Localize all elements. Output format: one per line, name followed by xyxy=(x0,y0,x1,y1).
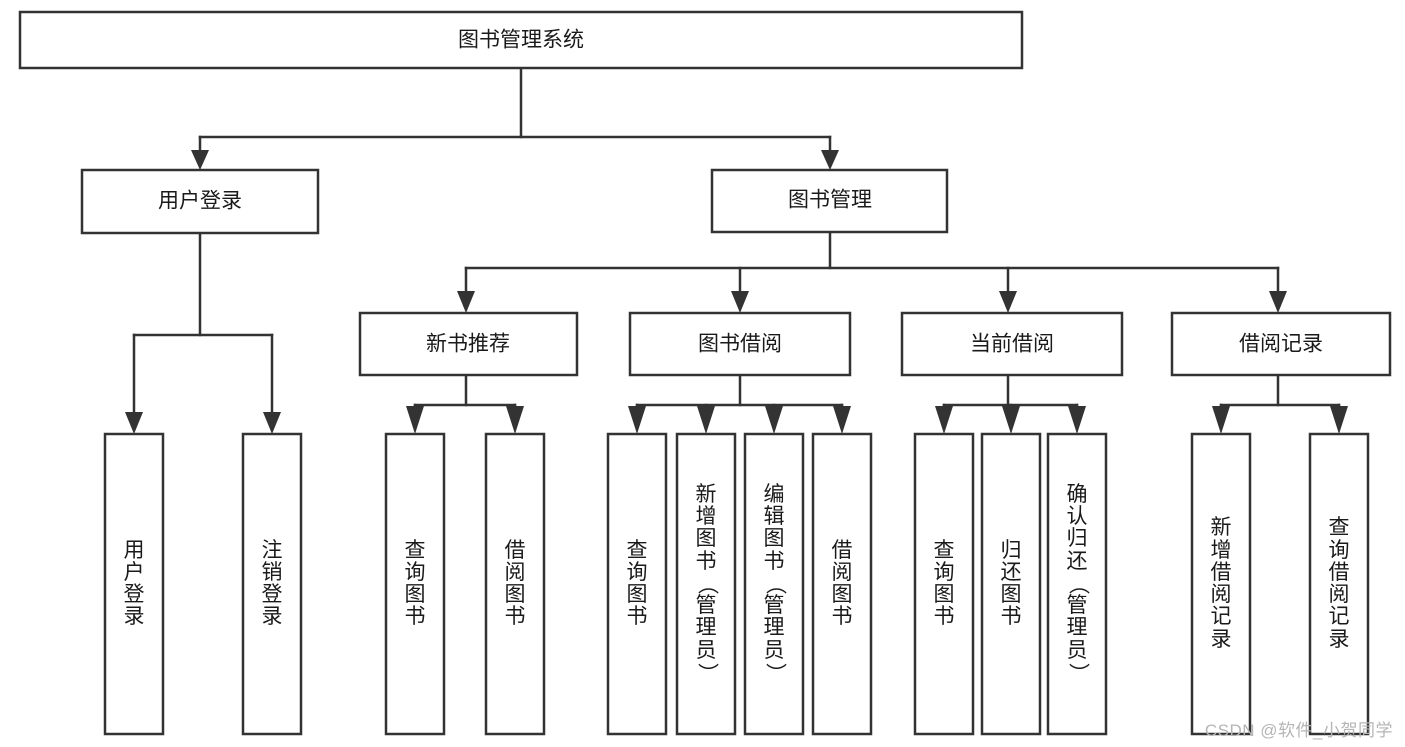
node-new-book-rec-label: 新书推荐 xyxy=(426,333,510,356)
node-leaf-query-record-box[interactable] xyxy=(1308,432,1370,736)
node-leaf-add-book-box[interactable] xyxy=(675,432,737,736)
arrow-head-borrow-record xyxy=(1269,291,1287,313)
arrow-head-leaf-borrow-book-1 xyxy=(506,406,524,434)
node-leaf-edit-book-box[interactable] xyxy=(743,432,805,736)
arrow-head-leaf-confirm-return xyxy=(1068,406,1086,434)
arrow-head-leaf-return-book xyxy=(1002,406,1020,434)
leaf-node-layer xyxy=(103,432,1370,736)
node-leaf-query-book-2-box[interactable] xyxy=(606,432,668,736)
node-book-manage-box[interactable] xyxy=(710,168,949,234)
arrow-head-leaf-logout xyxy=(263,412,281,434)
node-current-borrow-label: 当前借阅 xyxy=(970,333,1054,356)
node-leaf-logout-box[interactable] xyxy=(241,432,303,736)
arrow-head-user-login xyxy=(191,150,209,170)
arrow-head-new-book-rec xyxy=(457,291,475,313)
node-layer: 图书管理系统 用户登录 图书管理 新书推荐 图书借阅 当前借阅 借阅记录 xyxy=(18,10,1392,377)
arrow-head-leaf-query-book-2 xyxy=(628,406,646,434)
arrow-head-leaf-add-book xyxy=(697,406,715,434)
arrow-head-book-borrow xyxy=(731,291,749,313)
node-title-box[interactable] xyxy=(18,10,1024,70)
node-leaf-query-book-1-box[interactable] xyxy=(384,432,446,736)
node-leaf-return-book-box[interactable] xyxy=(980,432,1042,736)
arrow-head-leaf-borrow-book-2 xyxy=(833,406,851,434)
arrow-head-leaf-query-book-1 xyxy=(406,406,424,434)
node-book-borrow-label: 图书借阅 xyxy=(698,333,782,356)
node-leaf-user-login-box[interactable] xyxy=(103,432,165,736)
node-title-label: 图书管理系统 xyxy=(458,29,584,52)
node-leaf-query-book-3-box[interactable] xyxy=(913,432,975,736)
node-leaf-borrow-book-2-box[interactable] xyxy=(811,432,873,736)
node-user-login-box[interactable] xyxy=(80,168,320,235)
node-user-login-label: 用户登录 xyxy=(158,190,242,213)
node-borrow-record-box[interactable] xyxy=(1170,311,1392,377)
arrow-head-leaf-add-record xyxy=(1212,406,1230,434)
node-current-borrow-box[interactable] xyxy=(900,311,1124,377)
node-leaf-add-record-box[interactable] xyxy=(1190,432,1252,736)
node-leaf-borrow-book-1-box[interactable] xyxy=(484,432,546,736)
arrow-head-leaf-edit-book xyxy=(765,406,783,434)
node-leaf-confirm-return-box[interactable] xyxy=(1046,432,1108,736)
arrow-head-book-manage xyxy=(821,150,839,170)
arrow-head-leaf-query-book-3 xyxy=(935,406,953,434)
node-book-borrow-box[interactable] xyxy=(628,311,852,377)
node-book-manage-label: 图书管理 xyxy=(788,189,872,212)
arrow-head-current-borrow xyxy=(999,291,1017,313)
connector-layer xyxy=(125,66,1348,434)
arrow-head-leaf-query-record xyxy=(1330,406,1348,434)
arrow-head-leaf-user-login xyxy=(125,412,143,434)
node-new-book-rec-box[interactable] xyxy=(358,311,579,377)
node-borrow-record-label: 借阅记录 xyxy=(1239,333,1323,356)
